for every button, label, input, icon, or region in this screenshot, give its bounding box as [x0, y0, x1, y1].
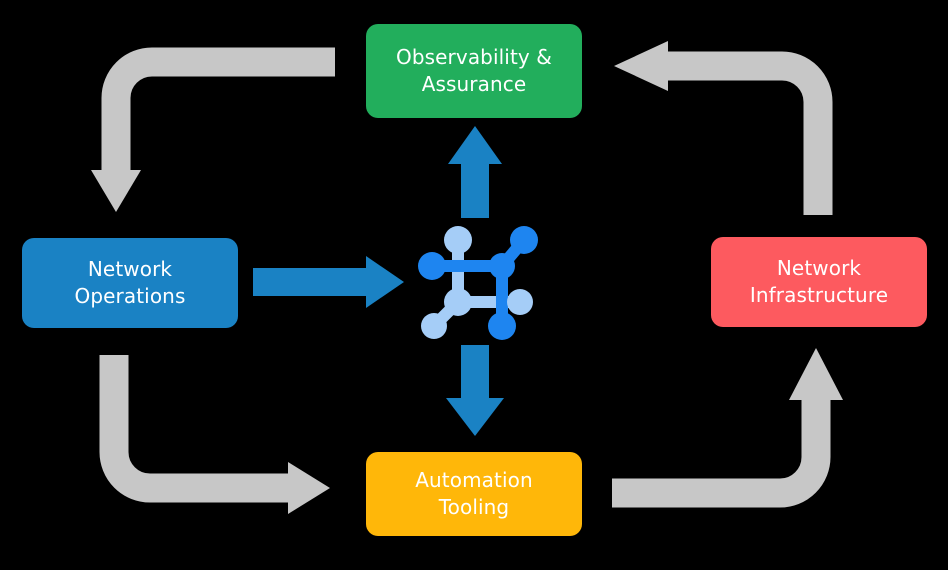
node-automation-tooling[interactable]: Automation Tooling	[366, 452, 582, 536]
arrow-automation-to-infrastructure	[612, 348, 843, 508]
arrow-infrastructure-to-observability	[614, 41, 833, 215]
arrow-center-to-observability	[448, 126, 502, 218]
arrow-operations-to-center	[253, 256, 404, 308]
network-topology-icon	[418, 226, 538, 340]
node-observability-assurance[interactable]: Observability & Assurance	[366, 24, 582, 118]
node-network-infrastructure[interactable]: Network Infrastructure	[711, 237, 927, 327]
node-label: Observability & Assurance	[396, 45, 552, 96]
arrow-observability-to-operations	[91, 47, 335, 212]
node-network-operations[interactable]: Network Operations	[22, 238, 238, 328]
node-label: Network Operations	[74, 257, 186, 308]
node-label: Network Infrastructure	[749, 256, 889, 307]
arrow-center-to-automation	[446, 345, 504, 436]
node-label: Automation Tooling	[415, 468, 533, 519]
arrow-operations-to-automation	[99, 355, 330, 514]
